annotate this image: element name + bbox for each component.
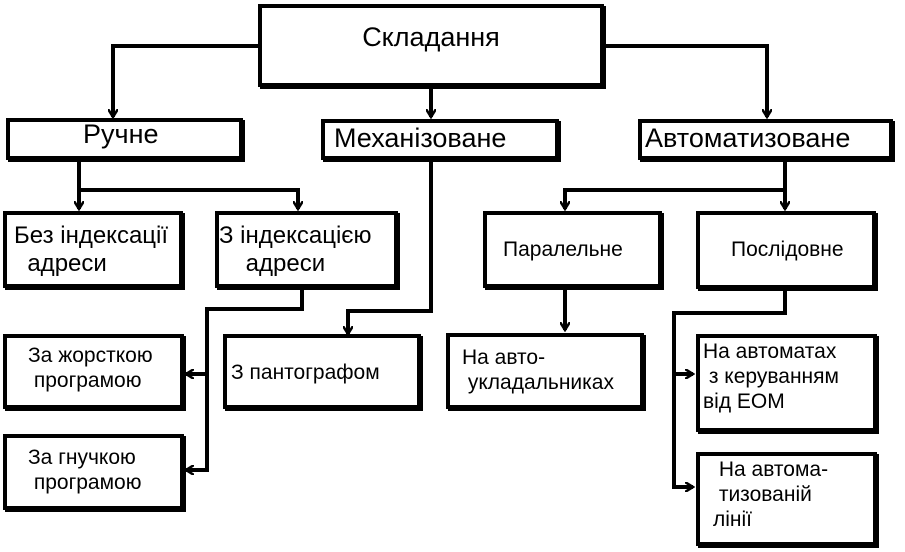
arrow-sequential-to-computer: [672, 289, 787, 374]
sequential-node-box: [696, 211, 876, 289]
mechanized-node-box: [321, 119, 559, 160]
rigid-program-node-box: [3, 334, 184, 409]
pantograph-node-label: З пантографом: [231, 361, 380, 384]
rigid-program-node-label: За жорсткою програмою: [28, 344, 153, 392]
arrow-withindex-to-rigid: [186, 288, 304, 374]
root-node-box: [258, 4, 604, 87]
no-index-node-box: [3, 211, 183, 288]
auto-stackers-node-box: [446, 333, 644, 409]
parallel-node-label: Паралельне: [503, 238, 623, 261]
with-index-node-box: [215, 211, 398, 288]
manual-node-box: [6, 118, 243, 160]
flexible-program-node-box: [3, 434, 184, 510]
auto-stackers-node-label: На авто- укладальниках: [462, 346, 614, 394]
flexible-program-node-label: За гнучкою програмою: [28, 446, 142, 494]
arrow-root-to-automated: [604, 44, 767, 117]
manual-node-label: Ручне: [83, 119, 159, 149]
arrow-mechanized-to-pantograph: [348, 160, 433, 334]
arrow-automated-to-parallel: [565, 160, 787, 209]
parallel-node-box: [483, 211, 662, 288]
computer-controlled-node-box: [696, 334, 877, 432]
sequential-node-label: Послідовне: [731, 238, 844, 261]
auto-lines-node-box: [696, 452, 877, 546]
pantograph-node-box: [223, 334, 421, 409]
auto-lines-node-label: На автома- тизованій лінії: [713, 458, 829, 531]
arrow-manual-to-withindex: [79, 188, 298, 209]
with-index-node-label: З індексацією адреси: [219, 222, 372, 278]
automated-node-box: [638, 119, 893, 160]
arrow-withindex-to-flexible: [186, 374, 209, 470]
root-node-label: Складання: [362, 22, 500, 52]
arrow-root-to-manual: [113, 44, 258, 117]
arrow-sequential-to-autolines: [672, 374, 693, 487]
computer-controlled-node-label: На автоматах з керуванням від ЕОМ: [703, 340, 839, 413]
no-index-node-label: Без індексації адреси: [14, 222, 169, 278]
mechanized-node-label: Механізоване: [334, 123, 507, 153]
automated-node-label: Автоматизоване: [645, 123, 851, 153]
